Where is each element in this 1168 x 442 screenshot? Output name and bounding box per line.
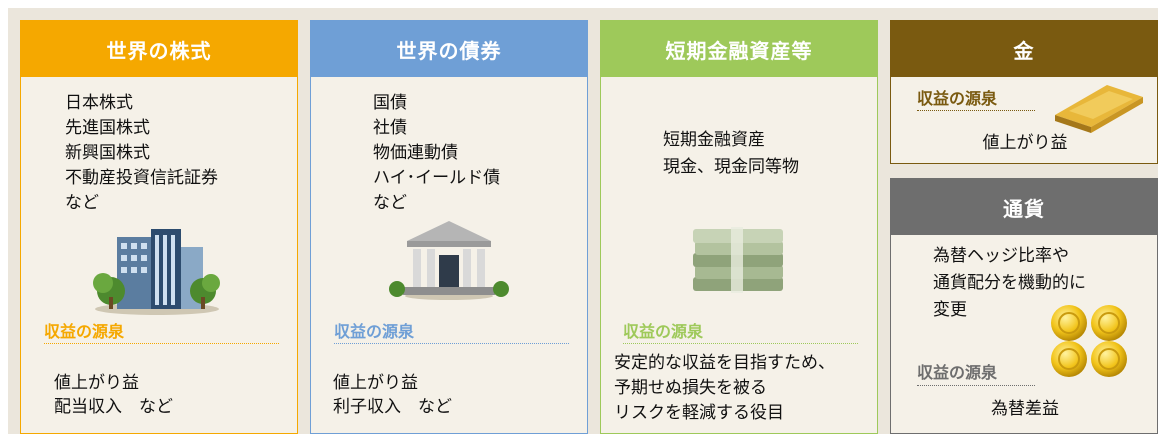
card-currency: 通貨 為替ヘッジ比率や 通貨配分を機動的に 変更 収益の源泉 為替差益 [890, 178, 1158, 434]
bonds-source-text: 値上がり益 利子収入 など [333, 371, 452, 419]
source-line: 予期せぬ損失を被る [614, 378, 767, 398]
list-item: ハイ･イールド債 [373, 168, 501, 188]
list-item: 新興国株式 [65, 143, 150, 163]
card-stocks: 世界の株式 日本株式 先進国株式 新興国株式 不動産投資信託証券 など 収益の源… [20, 20, 298, 434]
card-bonds-title: 世界の債券 [311, 21, 587, 77]
cash-stack-icon [693, 227, 783, 293]
divider [917, 110, 1035, 111]
list-item: 為替ヘッジ比率や [933, 246, 1069, 266]
short-item-list: 短期金融資産 現金、現金同等物 [663, 127, 799, 181]
short-source-text: 安定的な収益を目指すため、 予期せぬ損失を被る リスクを軽減する役目 [614, 351, 835, 426]
source-line: リスクを軽減する役目 [614, 403, 784, 423]
card-short-term: 短期金融資産等 短期金融資産 現金、現金同等物 収益の源泉 安定的な収益を目指す… [600, 20, 878, 434]
card-currency-title: 通貨 [891, 179, 1157, 235]
list-item: 国債 [373, 93, 407, 113]
currency-item-list: 為替ヘッジ比率や 通貨配分を機動的に 変更 [933, 243, 1086, 324]
source-line: 値上がり益 [333, 373, 418, 393]
divider [917, 385, 1035, 386]
list-item: 変更 [933, 300, 967, 320]
gold-source-text: 値上がり益 [982, 133, 1068, 153]
list-item: 日本株式 [65, 93, 133, 113]
stocks-source-label: 収益の源泉 [44, 322, 125, 341]
list-item: 短期金融資産 [663, 130, 765, 150]
divider [44, 343, 279, 344]
source-line: 配当収入 など [54, 397, 173, 417]
source-line: 値上がり益 [54, 373, 139, 393]
currency-source-text: 為替差益 [991, 399, 1059, 419]
divider [334, 343, 569, 344]
divider [623, 343, 858, 344]
bank-building-icon [389, 221, 509, 300]
list-item: など [373, 193, 407, 213]
list-item: 現金、現金同等物 [663, 157, 799, 177]
list-item: 社債 [373, 118, 407, 138]
short-source-label: 収益の源泉 [623, 322, 704, 341]
list-item: など [65, 193, 99, 213]
card-bonds: 世界の債券 国債 社債 物価連動債 ハイ･イールド債 など 収益の源泉 値上がり… [310, 20, 588, 434]
gold-coins-icon [1051, 305, 1127, 377]
stocks-source-text: 値上がり益 配当収入 など [54, 371, 173, 419]
source-line: 利子収入 など [333, 397, 452, 417]
currency-source-label: 収益の源泉 [917, 363, 998, 382]
list-item: 通貨配分を機動的に [933, 273, 1086, 293]
list-item: 先進国株式 [65, 118, 150, 138]
stocks-item-list: 日本株式 先進国株式 新興国株式 不動産投資信託証券 など [65, 91, 218, 216]
gold-bar-icon [1055, 85, 1143, 133]
office-buildings-icon [93, 229, 220, 315]
gold-source-label: 収益の源泉 [917, 89, 998, 108]
card-short-term-title: 短期金融資産等 [601, 21, 877, 77]
card-stocks-title: 世界の株式 [21, 21, 297, 77]
source-line: 安定的な収益を目指すため、 [614, 353, 835, 373]
list-item: 不動産投資信託証券 [65, 168, 218, 188]
list-item: 物価連動債 [373, 143, 458, 163]
bonds-item-list: 国債 社債 物価連動債 ハイ･イールド債 など [373, 91, 500, 216]
card-gold-title: 金 [891, 21, 1157, 77]
bonds-source-label: 収益の源泉 [334, 322, 415, 341]
card-gold: 金 収益の源泉 値上がり益 [890, 20, 1158, 164]
